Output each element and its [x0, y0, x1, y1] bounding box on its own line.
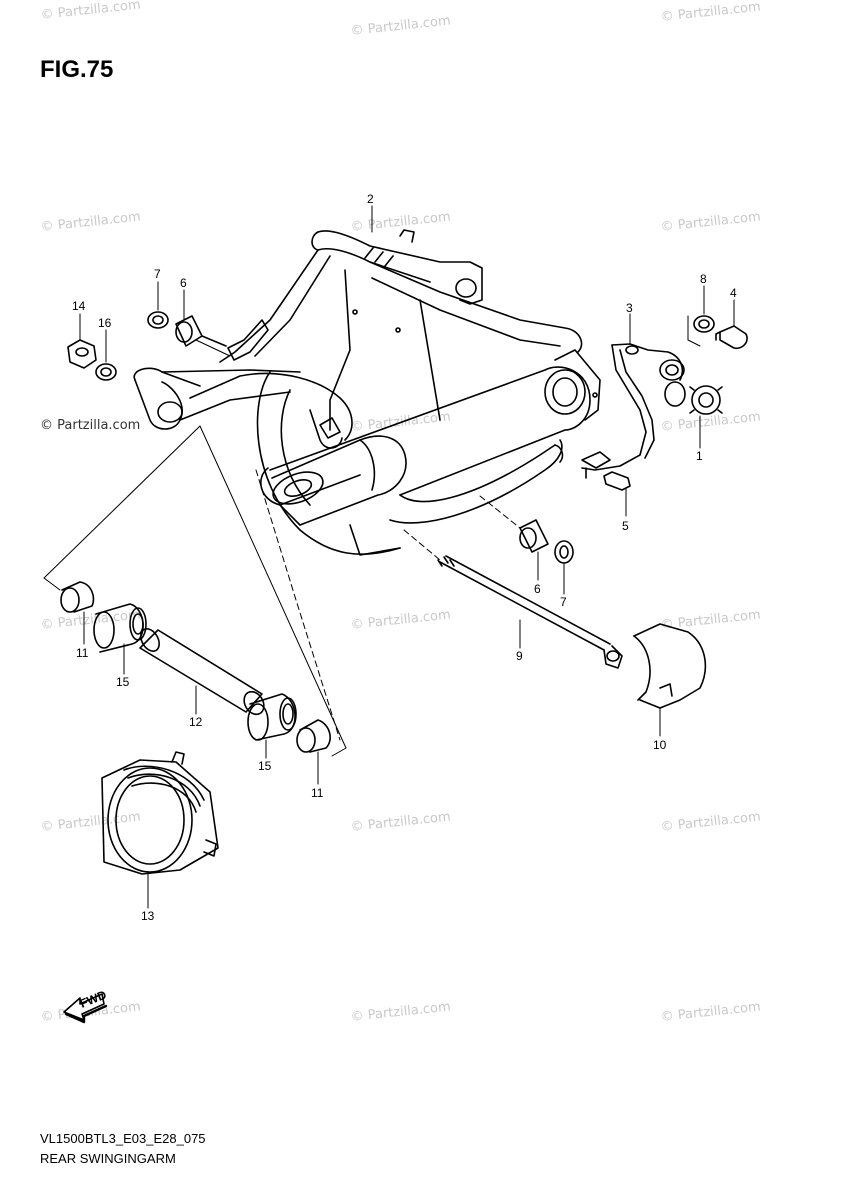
diagram-name: REAR SWINGINGARM [40, 1151, 176, 1166]
left-hardware [60, 311, 748, 753]
fwd-arrow-icon: FWD [63, 987, 109, 1024]
diagram-code: VL1500BTL3_E03_E28_075 [40, 1131, 206, 1146]
callout-11-lower: 11 [311, 786, 324, 800]
callout-5: 5 [622, 519, 629, 533]
callout-numbers: 2 3 8 4 1 5 7 6 14 16 6 7 9 10 11 15 12 … [72, 192, 737, 923]
callout-12: 12 [189, 715, 203, 729]
callout-13: 13 [141, 909, 155, 923]
callout-14: 14 [72, 299, 86, 313]
swingarm-frame [133, 229, 601, 556]
watermark: © Partzilla.com [40, 418, 141, 433]
brake-torque-bracket [581, 343, 685, 479]
callout-3: 3 [626, 301, 633, 315]
callout-1: 1 [696, 449, 703, 463]
drive-boot [101, 751, 219, 875]
figure-title: FIG.75 [40, 56, 114, 83]
callout-11-top: 11 [76, 646, 89, 660]
callout-leaders [79, 205, 735, 909]
chain-case [633, 623, 707, 709]
callout-16: 16 [98, 316, 112, 330]
callout-2: 2 [367, 192, 374, 206]
callout-7-top: 7 [154, 267, 161, 281]
callout-6-lower: 6 [534, 582, 541, 596]
callout-9: 9 [516, 649, 523, 663]
callout-15-lower: 15 [258, 759, 272, 773]
callout-4: 4 [730, 286, 737, 300]
callout-8: 8 [700, 272, 707, 286]
callout-7-lower: 7 [560, 595, 567, 609]
pivot-shaft [437, 555, 623, 669]
assembly-guide-lines [43, 315, 701, 757]
callout-10: 10 [653, 738, 667, 752]
callout-6-top: 6 [180, 276, 187, 290]
callout-15-top: 15 [116, 675, 130, 689]
